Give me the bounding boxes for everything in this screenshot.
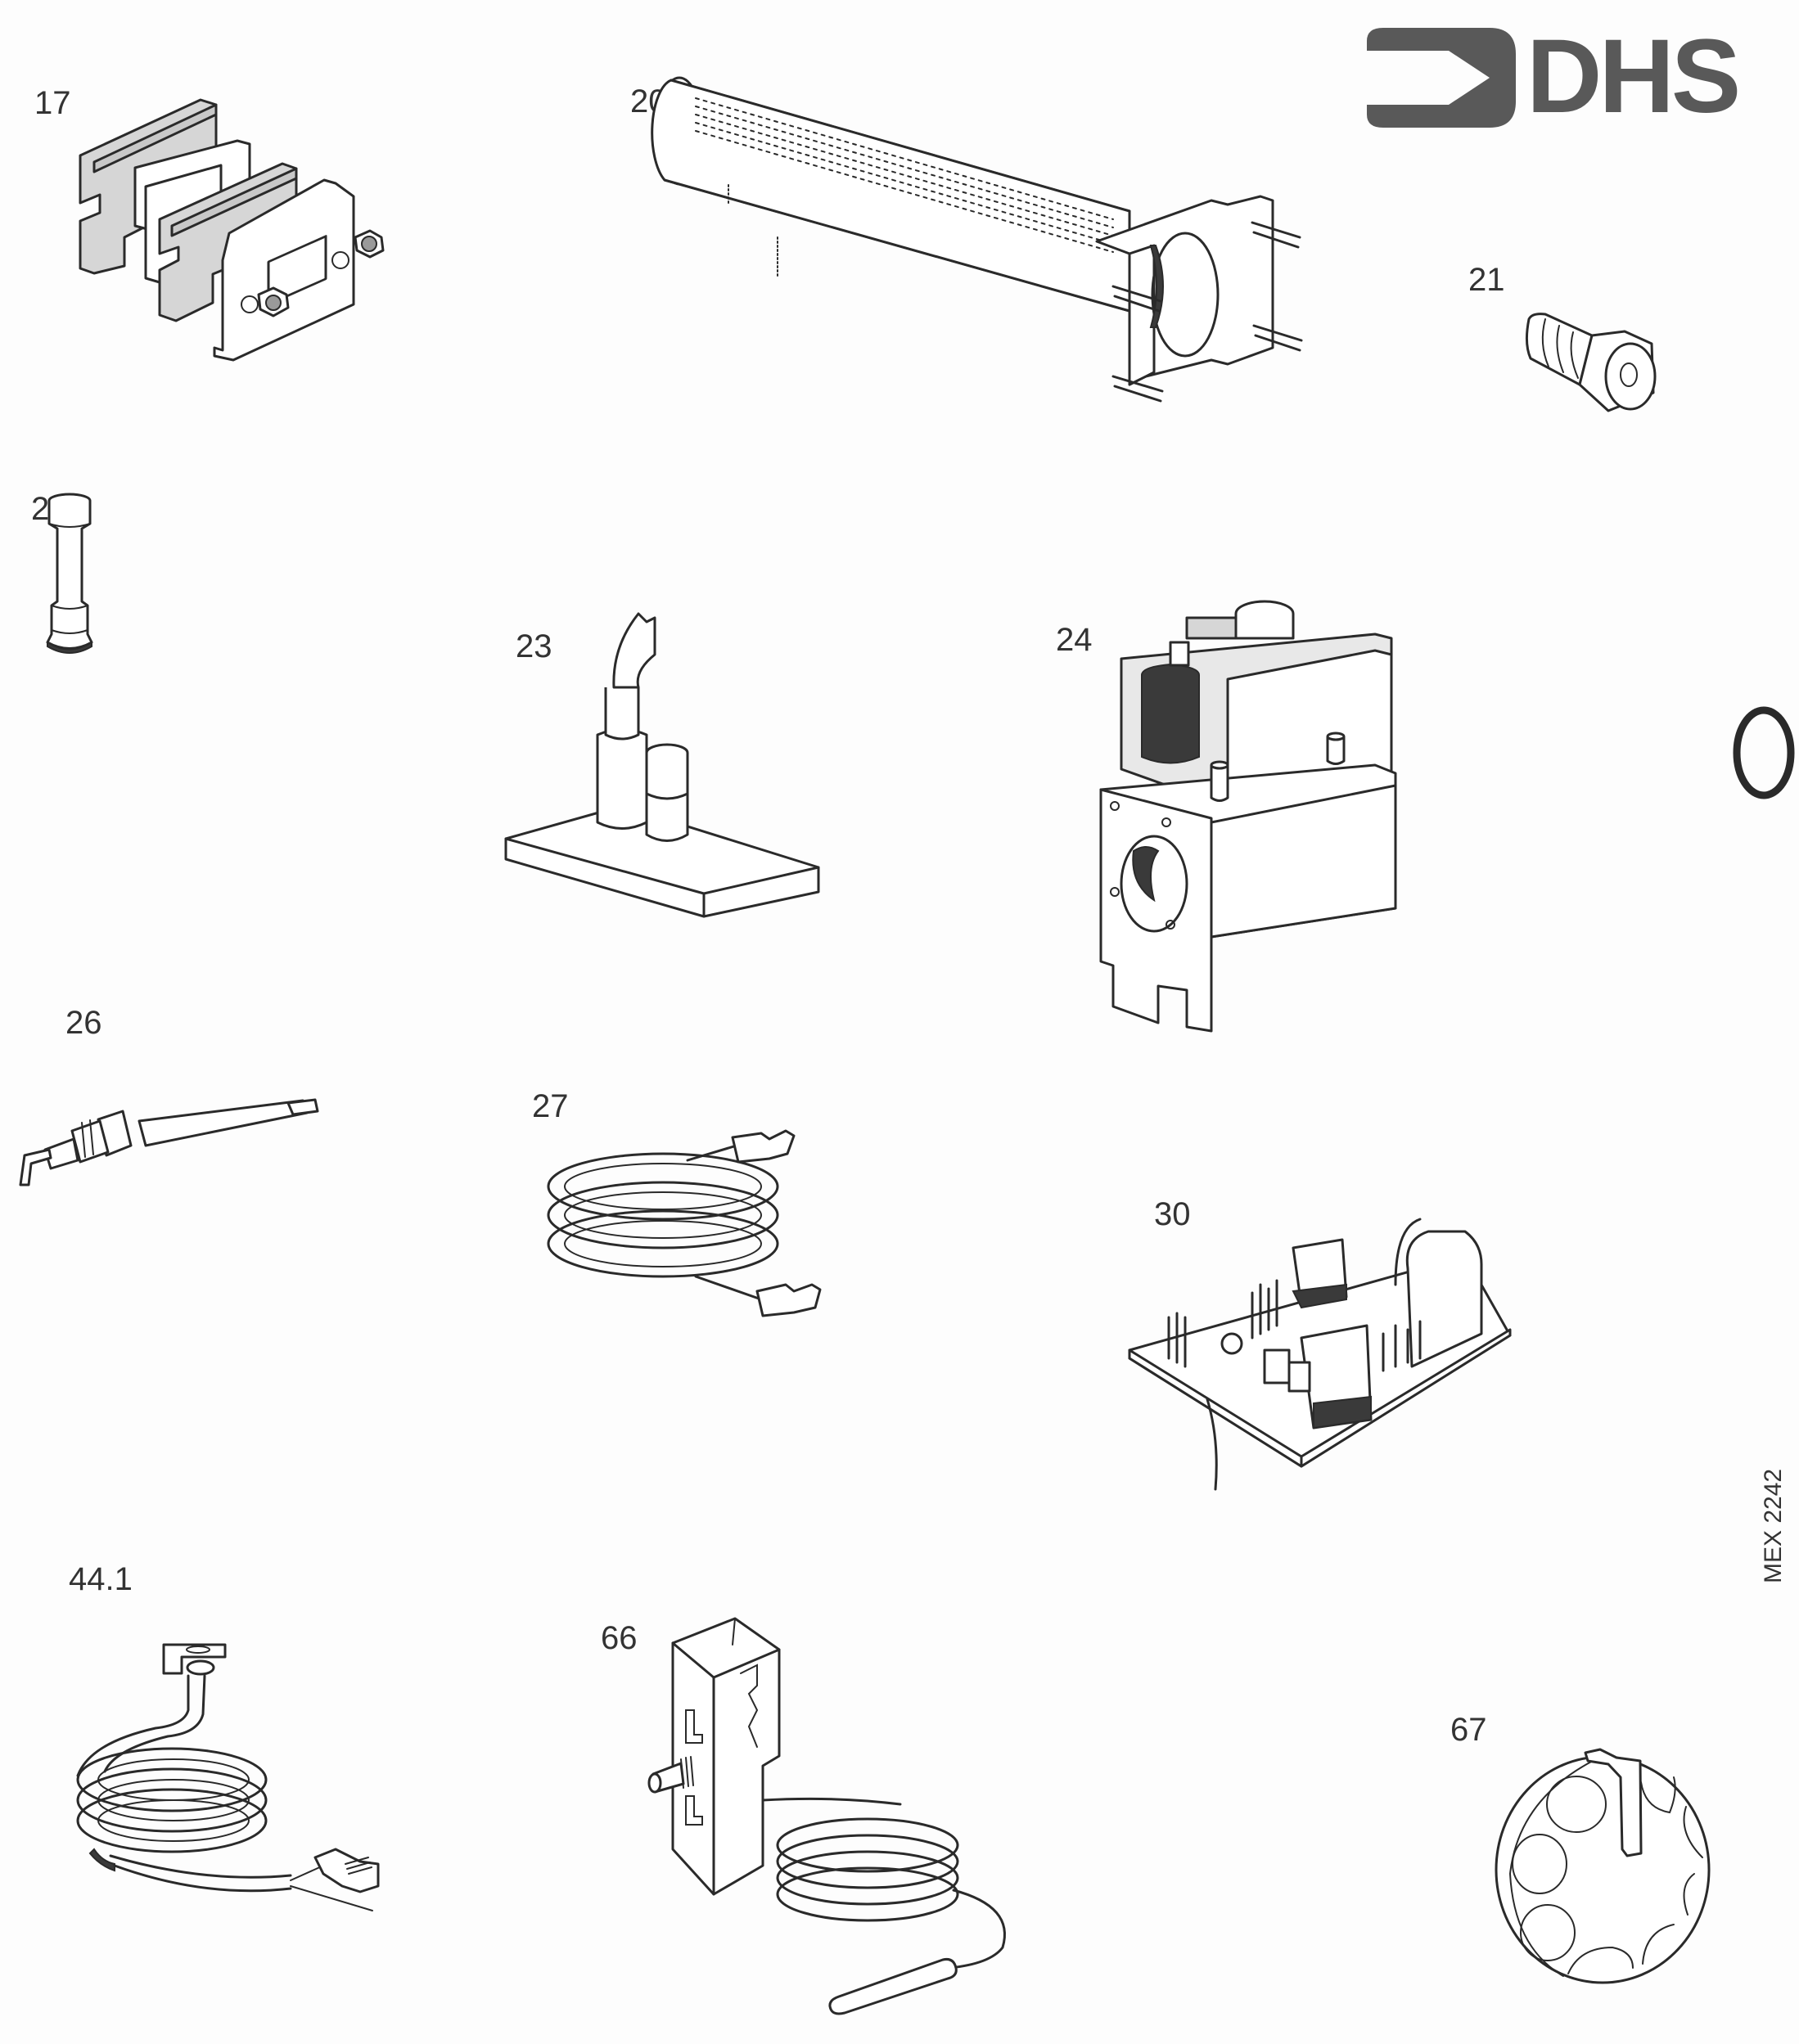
part-67: 67: [1408, 1686, 1735, 2013]
capillary-thermostat-icon: [647, 1617, 1006, 2015]
injector-nozzle-icon: [1525, 313, 1657, 412]
control-pcb-icon: [1128, 1218, 1512, 1491]
part-label: 67: [1450, 1712, 1487, 1748]
part-label: 17: [34, 85, 71, 121]
part-label: 44.1: [69, 1561, 133, 1597]
ignition-electrode-icon: [19, 1098, 319, 1186]
part-22: 22: [0, 475, 213, 679]
dhs-logo: DHS: [1359, 18, 1752, 135]
control-knob-icon: [1495, 1748, 1711, 1984]
part-21: 21: [1457, 237, 1702, 434]
arrow-bracket-icon: [1367, 28, 1516, 128]
part-30: 30: [1105, 1162, 1760, 1522]
burner-tube-icon: [651, 76, 1303, 403]
part-66: 66: [589, 1596, 1326, 2044]
part-26: 26: [0, 982, 344, 1227]
part-label: 26: [65, 1005, 102, 1041]
part-label: 21: [1468, 262, 1505, 298]
part-20: 20: [573, 41, 1391, 434]
gas-valve-with-oring-icon: [1099, 600, 1795, 1033]
pilot-burner-icon: [504, 612, 820, 918]
part-label: 23: [516, 628, 552, 664]
logo-text: DHS: [1526, 18, 1741, 135]
part-44-1: 44.1: [0, 1538, 532, 1997]
part-label: 27: [532, 1088, 569, 1124]
part-label: 30: [1154, 1196, 1191, 1232]
ignition-lead-cable-icon: [547, 1129, 822, 1317]
drawing-reference-code: MEX 2242: [1760, 1468, 1787, 1583]
part-24: 24: [1056, 573, 1799, 1129]
part-27: 27: [524, 1080, 835, 1350]
part-label: 66: [601, 1620, 638, 1656]
pilot-injector-icon: [46, 493, 93, 654]
part-label: 24: [1056, 622, 1093, 658]
part-17: 17: [0, 0, 491, 393]
gasket-plate-assembly-icon: [79, 98, 385, 362]
sensor-cable-with-connector-icon: [76, 1643, 380, 1911]
part-23: 23: [491, 589, 835, 918]
